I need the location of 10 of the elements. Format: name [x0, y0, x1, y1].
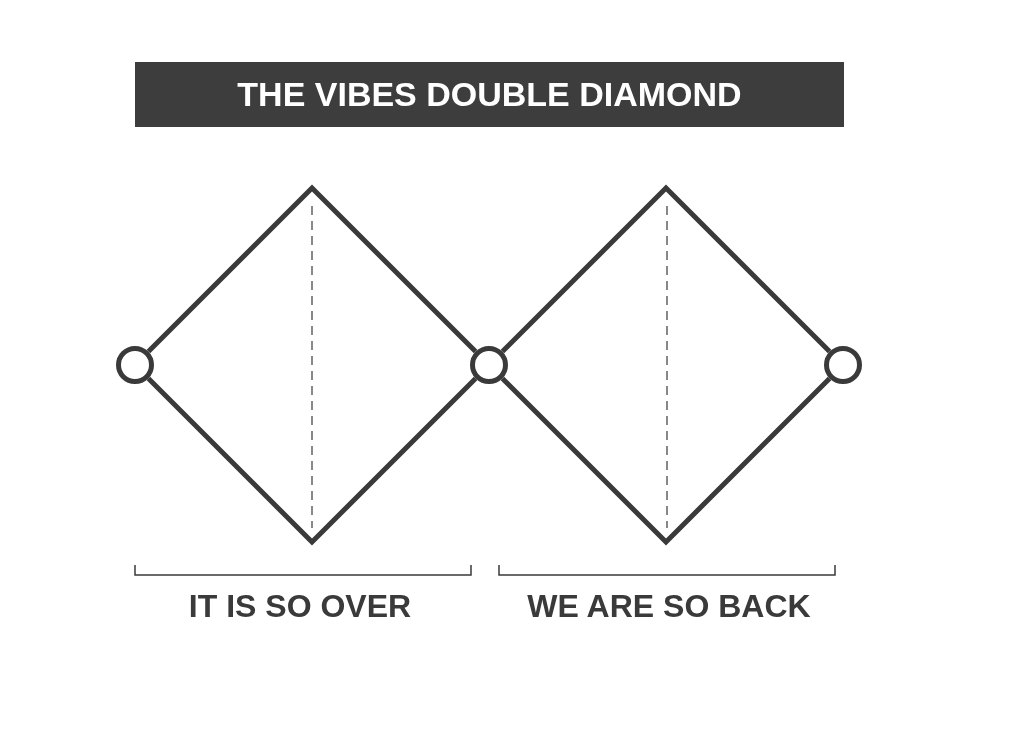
diamond-side: [146, 376, 478, 546]
diamond-side: [500, 376, 832, 546]
diamond-side: [146, 184, 478, 354]
diamond-side: [500, 184, 832, 354]
phase-label: IT IS SO OVER: [188, 588, 412, 625]
circle-node: [116, 346, 154, 384]
title-banner: THE VIBES DOUBLE DIAMOND: [135, 62, 844, 127]
circle-node: [470, 346, 508, 384]
circle-node: [824, 346, 862, 384]
phase-label: WE ARE SO BACK: [527, 588, 811, 625]
